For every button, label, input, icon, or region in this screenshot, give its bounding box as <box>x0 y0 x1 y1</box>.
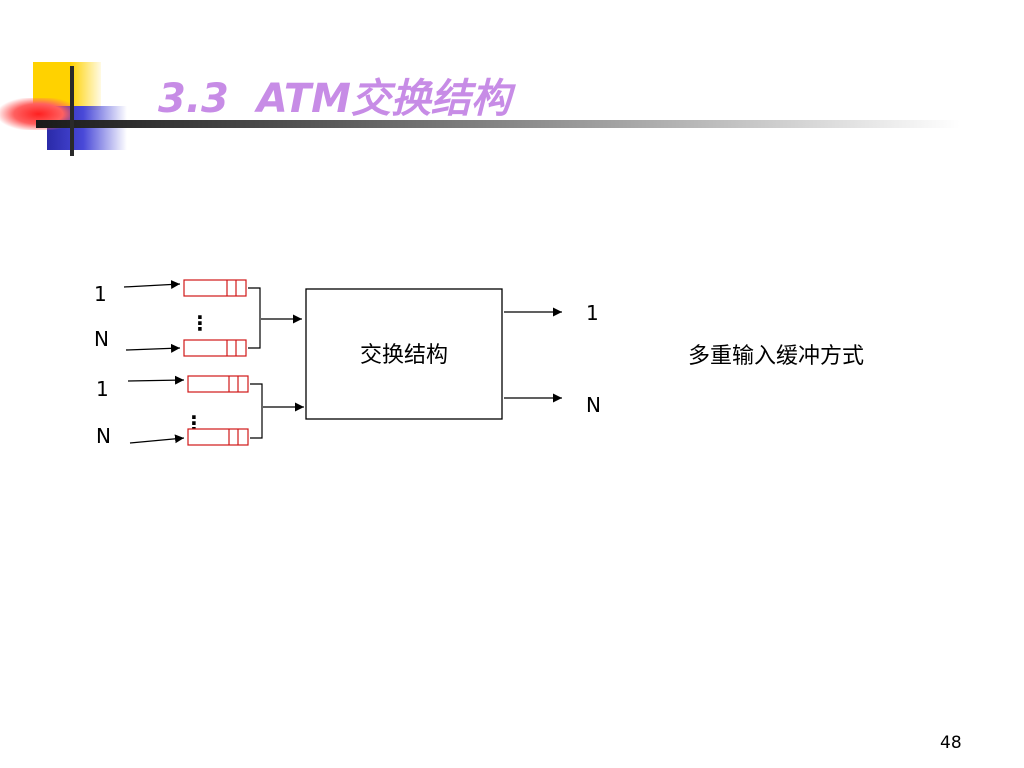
input-label: 1 <box>94 282 107 306</box>
input-arrow <box>129 434 185 444</box>
switch-fabric-box <box>305 288 503 420</box>
output-label: N <box>586 393 601 417</box>
input-buffer-queue <box>183 339 247 357</box>
merge-bracket <box>248 287 261 349</box>
title-underline-bar <box>36 120 960 128</box>
input-buffer-queue <box>187 428 249 446</box>
input-label: N <box>96 424 111 448</box>
input-buffer-queue <box>183 279 247 297</box>
switch-fabric-label: 交换结构 <box>360 343 448 368</box>
ellipsis-vertical: ⋮ <box>190 311 210 335</box>
input-label: 1 <box>96 377 109 401</box>
input-arrow <box>123 279 181 289</box>
page-number: 48 <box>940 733 962 753</box>
corner-ornament-vertical-line <box>70 66 74 156</box>
input-buffer-queue <box>187 375 249 393</box>
output-label: 1 <box>586 301 599 325</box>
slide-title: 3.3 ATM交换结构 <box>158 76 511 122</box>
input-arrow <box>125 343 181 353</box>
input-label: N <box>94 327 109 351</box>
input-arrow <box>127 375 185 385</box>
merge-bracket <box>250 383 263 439</box>
caption-note: 多重输入缓冲方式 <box>688 344 865 369</box>
